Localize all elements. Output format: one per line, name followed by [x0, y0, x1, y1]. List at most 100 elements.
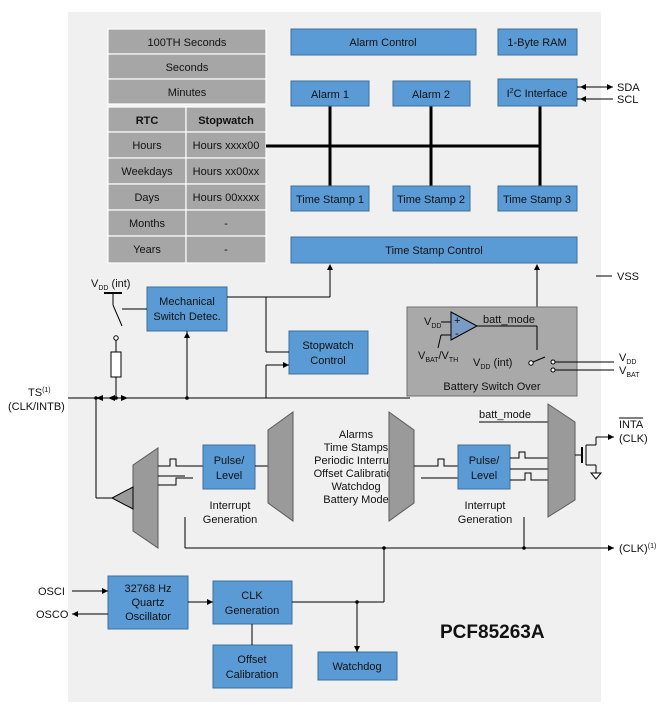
alarm1-block: Alarm 1: [290, 80, 370, 107]
svg-text:Level: Level: [216, 470, 242, 482]
input-mux: [132, 447, 159, 549]
svg-text:Pulse/: Pulse/: [214, 455, 246, 467]
register-row-stopwatch: [185, 157, 267, 185]
ram-block: 1-Byte RAM: [497, 28, 578, 56]
internal-bus: [266, 106, 542, 186]
svg-text:VDD: VDD: [424, 316, 441, 330]
svg-text:VBAT/VTH: VBAT/VTH: [418, 350, 458, 364]
register-row-stopwatch: [185, 235, 267, 264]
svg-text:VDD (int): VDD (int): [473, 357, 512, 371]
register-hundredths: [107, 28, 267, 55]
register-seconds-label: Seconds: [166, 62, 209, 74]
svg-text:Time Stamp 2: Time Stamp 2: [397, 194, 465, 206]
register-row-stopwatch-label: Hours xxxx00: [193, 140, 260, 152]
register-seconds: [107, 53, 267, 80]
register-row-rtc-label: Years: [133, 244, 161, 256]
ts-line: TS(1) (CLK/INTB): [8, 387, 410, 413]
time-stamp-3-block: Time Stamp 3: [497, 185, 578, 212]
interrupt-generation-label-right: Interrupt: [465, 500, 506, 512]
register-minutes-label: Minutes: [168, 87, 207, 99]
register-row-stopwatch-label: -: [224, 218, 228, 230]
svg-text:Oscillator: Oscillator: [125, 611, 171, 623]
svg-text:Time Stamp 3: Time Stamp 3: [503, 194, 571, 206]
clk-pin-label: (CLK)(1): [619, 543, 656, 555]
switch-detect-block: Mechanical Switch Detec.: [146, 286, 228, 332]
svg-text:Watchdog: Watchdog: [332, 661, 381, 673]
svg-text:-: -: [455, 328, 459, 340]
register-row-stopwatch-label: Hours xx00xx: [193, 166, 260, 178]
svg-text:1-Byte RAM: 1-Byte RAM: [507, 37, 566, 49]
output-mux: [547, 403, 576, 518]
battery-switch-block: Battery Switch Over + - VDD VBAT/VTH bat…: [406, 306, 614, 397]
interrupt-source: Time Stamps: [324, 442, 389, 454]
register-row-rtc-label: Hours: [132, 140, 162, 152]
alarm2-block: Alarm 2: [392, 80, 471, 107]
interrupt-generation-label-right: Generation: [458, 514, 512, 526]
register-row-rtc: [107, 157, 187, 185]
pulse-level-block-right: Pulse/ Level: [457, 444, 511, 490]
interrupt-generation-label-left: Interrupt: [210, 500, 251, 512]
svg-text:VDD (int): VDD (int): [91, 278, 130, 292]
interrupt-mux-right: [388, 411, 415, 522]
offset-calibration-block: Offset Calibration: [212, 644, 293, 689]
vbat-pin-label: VBAT: [619, 365, 640, 379]
svg-text:Offset: Offset: [237, 654, 266, 666]
svg-text:Generation: Generation: [225, 605, 279, 617]
svg-text:Calibration: Calibration: [226, 669, 279, 681]
svg-text:Battery Switch Over: Battery Switch Over: [443, 381, 541, 393]
svg-text:I2C Interface: I2C Interface: [507, 88, 568, 100]
comparator-icon: [450, 311, 479, 341]
batt-mode-label: batt_mode: [479, 409, 531, 421]
svg-text:Switch Detec.: Switch Detec.: [153, 311, 220, 323]
inta-alt-label: (CLK): [619, 433, 648, 445]
register-hundredths-label: 100TH Seconds: [148, 37, 227, 49]
vdd-int-supply: VDD (int): [91, 278, 130, 398]
svg-text:Time Stamp Control: Time Stamp Control: [385, 245, 482, 257]
register-row-rtc: [107, 235, 187, 264]
switch-detect-wiring: [122, 296, 330, 398]
alarm-control-block: Alarm Control: [290, 28, 477, 56]
osco-pin-label: OSCO: [36, 609, 69, 621]
register-row-rtc-label: Weekdays: [121, 166, 173, 178]
ts-pin-label: TS(1): [28, 387, 51, 399]
register-table: 100TH Seconds Seconds Minutes RTC Stopwa…: [107, 28, 267, 264]
chip-name: PCF85263A: [440, 622, 545, 643]
scl-pin-label: SCL: [617, 94, 638, 106]
interrupt-mux-left: [267, 411, 294, 522]
svg-text:Control: Control: [310, 355, 345, 367]
interrupt-source: Battery Mode: [323, 494, 388, 506]
register-col-stopwatch-label: Stopwatch: [198, 115, 254, 127]
interrupt-source: Alarms: [339, 429, 374, 441]
vss-pin-label: VSS: [617, 271, 639, 283]
interrupt-source: Watchdog: [331, 481, 380, 493]
svg-text:batt_mode: batt_mode: [483, 314, 535, 326]
vdd-pin-label: VDD: [619, 352, 636, 366]
pulse-level-block-left: Pulse/ Level: [202, 444, 256, 490]
i2c-pins: SDA SCL: [577, 82, 640, 106]
register-row-rtc-label: Days: [134, 192, 160, 204]
interrupt-source: Periodic Interrupt: [314, 455, 398, 467]
svg-text:Alarm 2: Alarm 2: [412, 89, 450, 101]
register-col-rtc-label: RTC: [136, 115, 159, 127]
svg-text:Mechanical: Mechanical: [159, 296, 215, 308]
register-row-rtc: [107, 183, 187, 211]
svg-text:Time Stamp 1: Time Stamp 1: [296, 194, 364, 206]
register-row-stopwatch-label: Hours 00xxxx: [193, 192, 260, 204]
osci-pin-label: OSCI: [38, 586, 65, 598]
register-row-stopwatch: [185, 209, 267, 237]
register-minutes: [107, 78, 267, 105]
clk-output-line: [184, 517, 614, 551]
inta-pin-label: INTA: [619, 419, 644, 431]
sda-pin-label: SDA: [617, 82, 640, 94]
ts-pin-alt-label: (CLK/INTB): [8, 401, 65, 413]
watchdog-block: Watchdog: [317, 651, 398, 681]
svg-text:Alarm Control: Alarm Control: [349, 37, 416, 49]
stopwatch-control-block: Stopwatch Control: [288, 330, 369, 375]
svg-text:Quartz: Quartz: [131, 597, 164, 609]
interrupt-section: Pulse/ Level Interrupt Generation Alarms…: [95, 398, 614, 549]
svg-text:32768 Hz: 32768 Hz: [124, 583, 171, 595]
time-stamp-1-block: Time Stamp 1: [290, 185, 370, 212]
svg-text:Stopwatch: Stopwatch: [302, 340, 353, 352]
ground-icon: [589, 472, 603, 480]
